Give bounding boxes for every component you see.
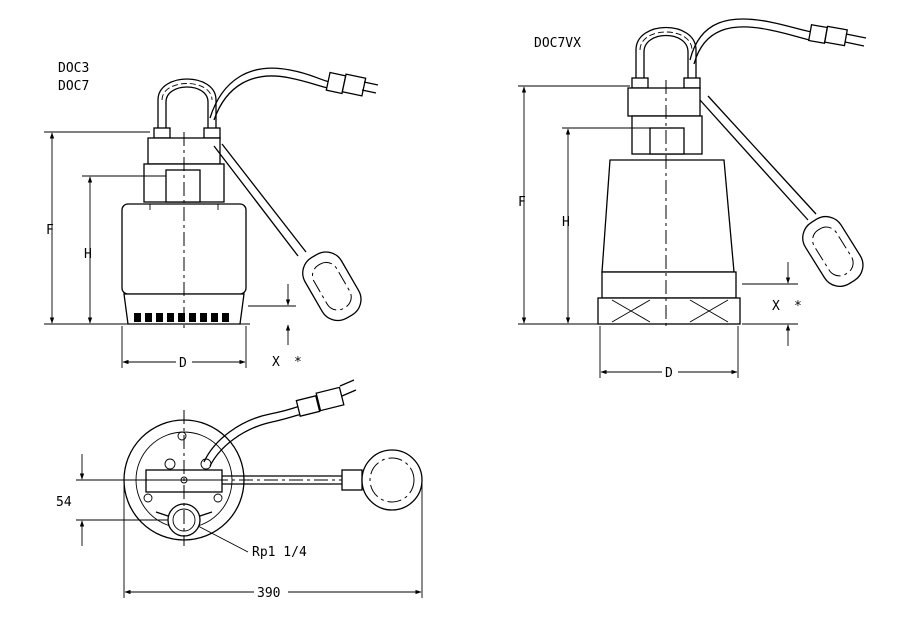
dim-d-left: D — [179, 356, 187, 371]
dim-h-left: H — [84, 247, 92, 262]
float-switch-icon — [302, 251, 362, 322]
right-pump-side-view: DOC7VX — [518, 18, 867, 381]
model-label-doc7vx: DOC7VX — [534, 36, 581, 51]
plug-icon-right — [807, 23, 867, 47]
dim-d-right: D — [665, 366, 673, 381]
dim-x-right: X — [772, 299, 780, 314]
dim-f-left: F — [46, 223, 54, 238]
plug-icon-top — [295, 379, 357, 417]
model-label-doc3: DOC3 — [58, 61, 89, 76]
float-switch-icon-right — [802, 215, 864, 287]
dim-h-right: H — [562, 215, 570, 230]
asterisk-right: * — [794, 299, 802, 314]
asterisk-left: * — [294, 355, 302, 370]
left-pump-side-view: DOC3 DOC7 — [44, 61, 379, 371]
dim-390: 390 — [257, 586, 280, 601]
pump-top-view: 54 Rp1 1/4 390 — [56, 379, 423, 601]
dim-54: 54 — [56, 495, 72, 510]
dim-f-right: F — [518, 195, 526, 210]
plug-icon — [325, 71, 379, 97]
thread-label: Rp1 1/4 — [252, 545, 307, 560]
float-icon-top — [361, 449, 423, 511]
model-label-doc7: DOC7 — [58, 79, 89, 94]
dim-x-left: X — [272, 355, 280, 370]
